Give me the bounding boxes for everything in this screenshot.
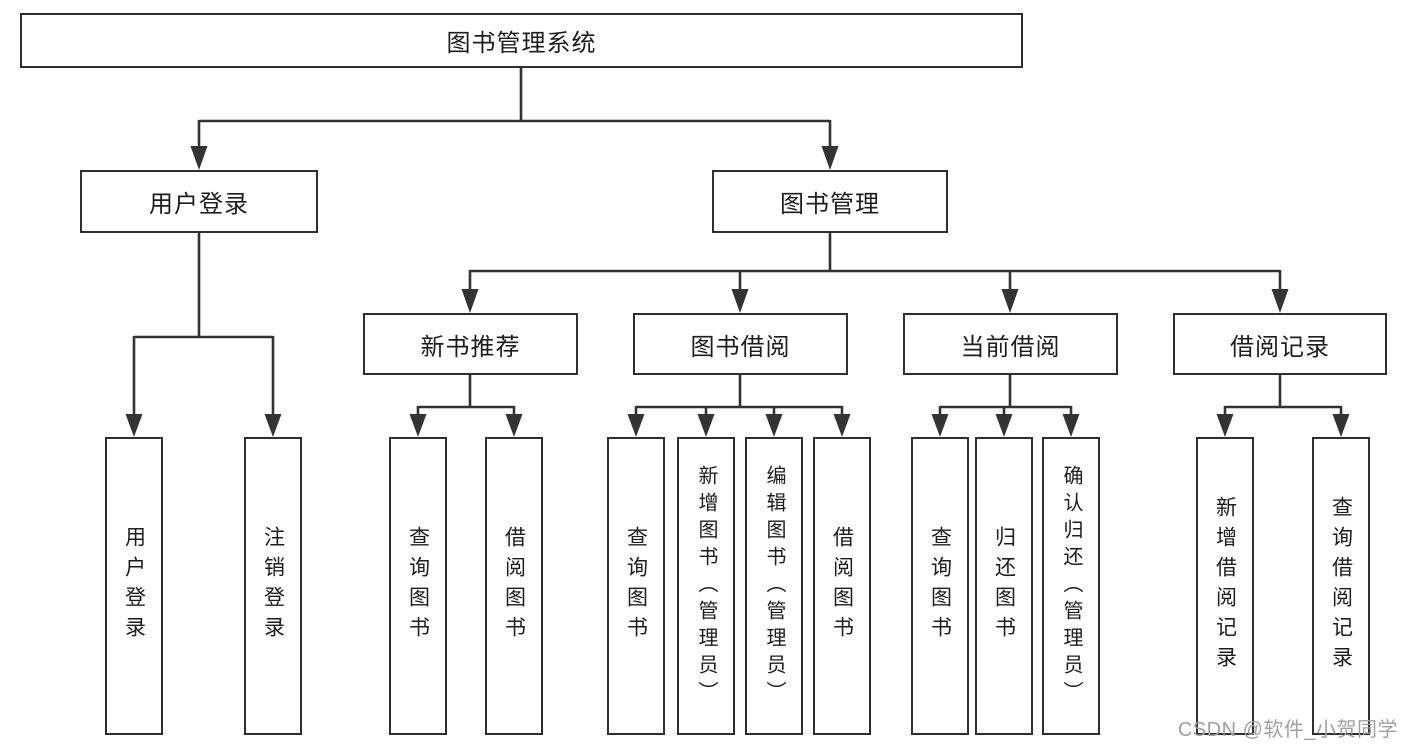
node-user-login: 用户登录 bbox=[80, 170, 318, 233]
node-label: 注销登录 bbox=[261, 526, 285, 646]
node-label: 新书推荐 bbox=[420, 333, 521, 361]
leaf-user-login: 用户登录 bbox=[105, 437, 163, 735]
connector-borrow-records-branch bbox=[1216, 375, 1350, 437]
connector-root-to-level2 bbox=[190, 68, 839, 170]
leaf-return-books: 归还图书 bbox=[975, 437, 1033, 735]
leaf-query-books-borrow: 查询图书 bbox=[607, 437, 665, 735]
node-label: 查询图书 bbox=[928, 526, 952, 646]
node-label: 图书管理 bbox=[780, 191, 880, 218]
node-book-management: 图书管理 bbox=[712, 170, 948, 233]
node-book-borrowing: 图书借阅 bbox=[633, 313, 848, 375]
leaf-query-books-recommend: 查询图书 bbox=[389, 437, 447, 735]
node-borrowing-records: 借阅记录 bbox=[1173, 313, 1387, 375]
connector-new-book-branch bbox=[409, 375, 523, 437]
node-current-borrowing: 当前借阅 bbox=[903, 313, 1118, 375]
node-new-book-recommendation: 新书推荐 bbox=[363, 313, 578, 375]
node-label: 图书借阅 bbox=[690, 333, 791, 361]
node-label: 借阅图书 bbox=[830, 526, 854, 646]
node-label: 图书管理系统 bbox=[446, 30, 597, 57]
node-label: 确认归还（管理员） bbox=[1060, 464, 1082, 708]
leaf-query-books-current: 查询图书 bbox=[911, 437, 969, 735]
leaf-add-books-admin: 新增图书（管理员） bbox=[677, 437, 735, 735]
connector-current-borrow-branch bbox=[931, 375, 1080, 437]
csdn-watermark: CSDN @软件_小贺同学 bbox=[1177, 719, 1398, 741]
node-label: 借阅记录 bbox=[1230, 333, 1330, 361]
node-label: 查询图书 bbox=[406, 526, 430, 646]
leaf-add-borrow-record: 新增借阅记录 bbox=[1196, 437, 1254, 735]
connector-book-management-to-level3 bbox=[461, 233, 1289, 313]
leaf-borrow-books: 借阅图书 bbox=[813, 437, 871, 735]
leaf-query-borrow-record: 查询借阅记录 bbox=[1312, 437, 1370, 735]
node-label: 查询图书 bbox=[624, 526, 648, 646]
node-label: 查询借阅记录 bbox=[1329, 496, 1353, 676]
node-label: 新增图书（管理员） bbox=[695, 464, 717, 708]
node-library-management-system: 图书管理系统 bbox=[20, 13, 1023, 68]
node-label: 当前借阅 bbox=[960, 333, 1061, 361]
node-label: 用户登录 bbox=[149, 191, 249, 218]
node-label: 借阅图书 bbox=[502, 526, 526, 646]
node-label: 新增借阅记录 bbox=[1213, 496, 1237, 676]
leaf-confirm-return-admin: 确认归还（管理员） bbox=[1042, 437, 1100, 735]
leaf-logout: 注销登录 bbox=[244, 437, 302, 735]
node-label: 编辑图书（管理员） bbox=[763, 464, 785, 708]
leaf-borrow-books-recommend: 借阅图书 bbox=[485, 437, 543, 735]
leaf-edit-books-admin: 编辑图书（管理员） bbox=[745, 437, 803, 735]
connector-book-borrow-branch bbox=[627, 375, 851, 437]
node-label: 用户登录 bbox=[122, 526, 146, 646]
node-label: 归还图书 bbox=[992, 526, 1016, 646]
connector-user-login-branch bbox=[125, 233, 282, 437]
